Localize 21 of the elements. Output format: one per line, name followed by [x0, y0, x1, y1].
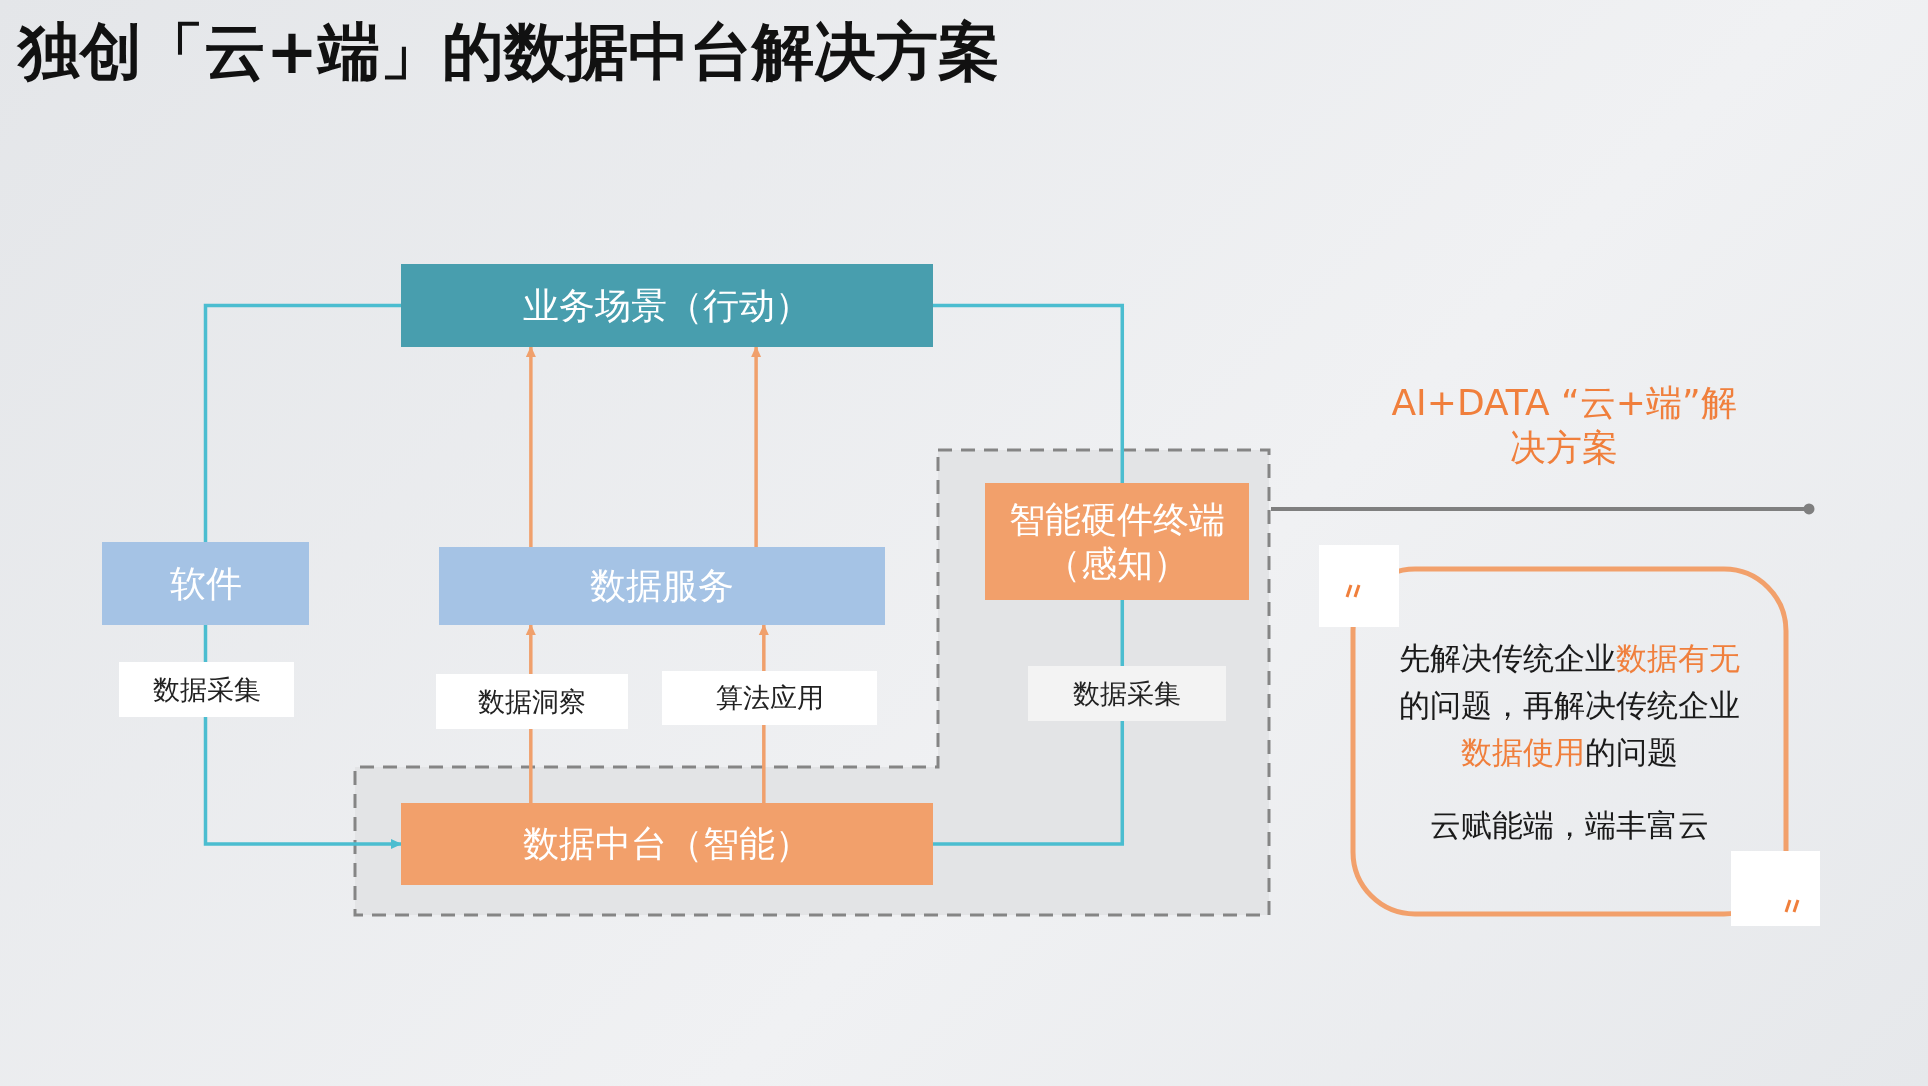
edge-label: 数据采集 — [119, 662, 294, 717]
arrow — [751, 346, 762, 547]
box-label: 软件 — [168, 561, 243, 606]
process-box — [439, 547, 885, 625]
box-label: 数据中台（智能） — [522, 822, 812, 866]
heading: AI+DATA “云+端”解决方案 — [1390, 381, 1738, 470]
box-label: 业务场景（行动） — [522, 283, 812, 328]
quote-text: 云赋能端，端丰富云 — [1430, 805, 1709, 845]
title: 独创「云+端」的数据中台解决方案 — [18, 14, 1000, 90]
quote-text: 先解决传统企业数据有无的问题，再解决传统企业数据使用的问题 — [1398, 638, 1741, 772]
process-box — [985, 483, 1249, 600]
edge-label: 算法应用 — [662, 671, 877, 725]
edge-label: 数据洞察 — [436, 674, 628, 729]
process-box — [401, 803, 933, 885]
connector-line — [1271, 503, 1815, 515]
box-label: 数据服务 — [589, 564, 735, 608]
edge-label: 数据采集 — [1028, 666, 1226, 721]
box-label: 智能硬件终端（感知） — [1008, 498, 1226, 585]
arrow — [525, 346, 536, 547]
process-box — [401, 264, 933, 347]
process-box — [102, 542, 309, 625]
